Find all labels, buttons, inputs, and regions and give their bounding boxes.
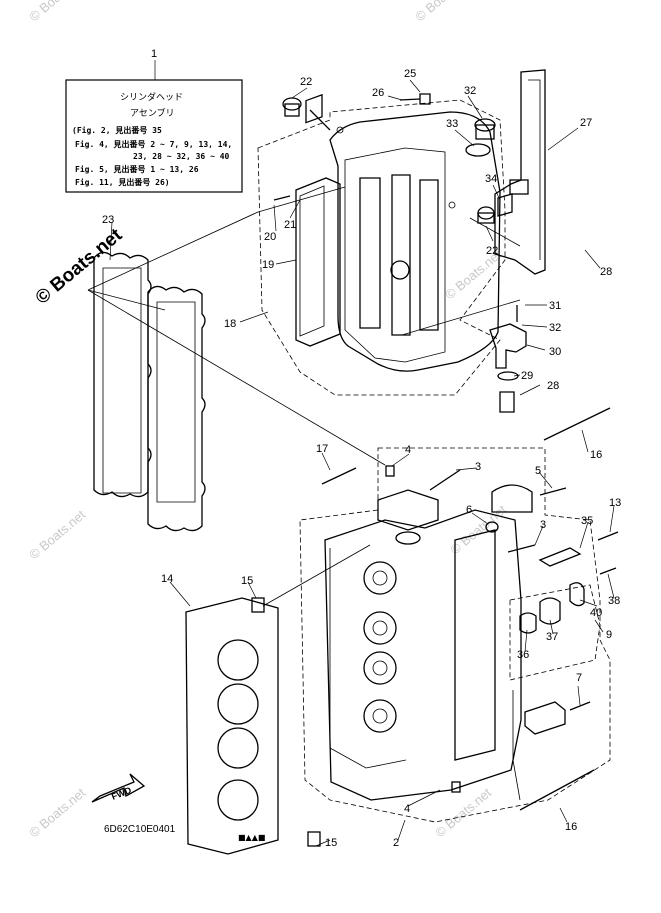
- note-line-4: Fig. 4, 見出番号 2 ~ 7, 9, 13, 14,: [75, 139, 232, 149]
- cylinder-head-gasket: [185, 597, 279, 855]
- callout-17: 17: [316, 443, 328, 455]
- watermark-top-mid: © Boats.net: [412, 0, 474, 24]
- head-cover-gasket: [93, 251, 206, 532]
- assembly-note-box: シリンダヘッド アセンブリ (Fig. 2, 見出番号 35 Fig. 4, 見…: [65, 60, 243, 193]
- callout-33: 32: [464, 85, 476, 97]
- callout-16-bottom: 16: [565, 821, 577, 833]
- note-line-5: 23, 28 ~ 32, 36 ~ 40: [133, 152, 230, 161]
- callout-31: 31: [549, 300, 561, 312]
- head-side-parts: [429, 469, 619, 735]
- callout-14: 14: [161, 573, 173, 585]
- drawing-code: 6D62C10E0401: [104, 824, 176, 835]
- reference-lines: [87, 186, 521, 801]
- callout-3-mid: 3: [540, 519, 546, 531]
- cylinder-head-cover: [329, 111, 501, 372]
- note-line-6: Fig. 5, 見出番号 1 ~ 13, 26: [75, 164, 199, 174]
- assembly-outlines: [257, 99, 611, 823]
- callout-7: 7: [576, 672, 582, 684]
- callout-3-top: 3: [475, 461, 481, 473]
- callout-37: 36: [517, 649, 529, 661]
- callout-19: 19: [262, 259, 274, 271]
- callout-30: 30: [549, 346, 561, 358]
- forward-direction-indicator: FWD: [91, 773, 146, 803]
- callout-25: 26: [372, 87, 384, 99]
- watermark-left-lower: © Boats.net: [26, 507, 88, 563]
- callout-22-top: 22: [300, 76, 312, 88]
- sensor-group: [489, 305, 527, 413]
- bracket: [494, 69, 546, 275]
- callout-24: 25: [404, 68, 416, 80]
- callout-9: 9: [606, 629, 612, 641]
- callout-21: 21: [284, 219, 296, 231]
- callout-35: 34: [485, 173, 497, 185]
- callout-18: 18: [224, 318, 236, 330]
- callout-16-top: 16: [590, 449, 602, 461]
- callout-15-left: 15: [241, 575, 253, 587]
- callout-26: 27: [580, 117, 592, 129]
- callout-27: 28: [600, 266, 612, 278]
- callout-numbers: 1 22 25 26 32 33 27 34 22 20 21 19 18 23…: [102, 48, 621, 849]
- callout-23: 23: [102, 214, 114, 226]
- callout-32: 32: [549, 322, 561, 334]
- note-line-3: (Fig. 2, 見出番号 35: [72, 125, 162, 135]
- callout-34: 33: [446, 118, 458, 130]
- callout-1: 1: [151, 48, 157, 60]
- watermark-top-left: © Boats.net: [26, 0, 88, 24]
- callout-leaders: [109, 79, 615, 847]
- cylinder-head: [324, 489, 522, 801]
- small-top-parts: [273, 93, 513, 224]
- note-line-1: シリンダヘッド: [120, 91, 183, 103]
- bolts-and-dowels: [251, 407, 611, 847]
- callout-4-bottom: 4: [404, 803, 410, 815]
- callout-36: 35: [581, 515, 593, 527]
- callout-2: 2: [393, 837, 399, 849]
- callout-28: 28: [547, 380, 559, 392]
- watermark-bottom-left: © Boats.net: [26, 785, 88, 841]
- callout-13: 13: [609, 497, 621, 509]
- bottom-mark: ■▲▲■: [238, 833, 265, 842]
- side-cover-plate: [295, 93, 341, 347]
- callout-22-right: 22: [486, 245, 498, 257]
- callout-20: 20: [264, 231, 276, 243]
- watermark-right-lower: © Boats.net: [447, 502, 509, 558]
- note-line-2: アセンブリ: [130, 107, 175, 119]
- callout-4-top: 4: [405, 444, 411, 456]
- callout-38: 37: [546, 631, 558, 643]
- callout-5: 5: [535, 465, 541, 477]
- note-line-7: Fig. 11, 見出番号 26): [75, 177, 170, 187]
- callout-15-bottom: 15: [325, 837, 337, 849]
- callout-40: 40: [590, 607, 602, 619]
- callout-6: 6: [466, 504, 472, 516]
- fwd-label: FWD: [110, 785, 133, 802]
- callout-39: 38: [608, 595, 620, 607]
- callout-29: 29: [521, 370, 533, 382]
